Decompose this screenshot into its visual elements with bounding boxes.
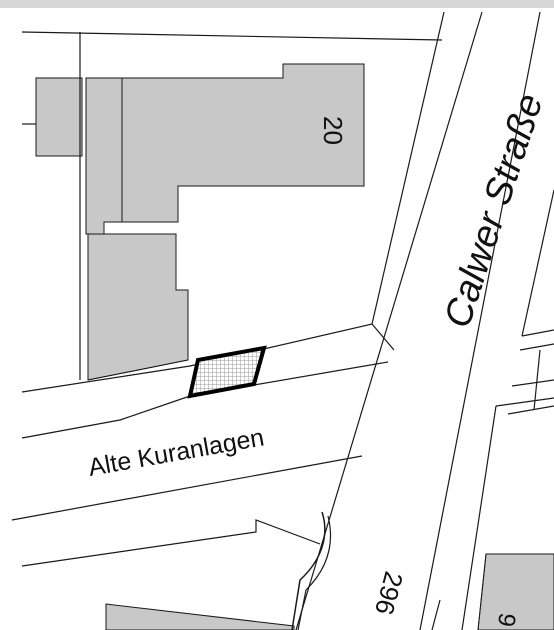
parcel-lines (11, 11, 554, 630)
curve-line (291, 511, 326, 630)
building-small-left (35, 77, 83, 157)
building-lower (87, 233, 189, 381)
buildings (35, 63, 554, 630)
top-bar (0, 0, 554, 8)
house-number-20: 20 (318, 116, 348, 145)
partial-number-bottom-right: 9 (492, 611, 521, 629)
road-number-296: 296 (369, 568, 409, 618)
curve-line-inner (297, 515, 332, 630)
building-annex-left (85, 77, 123, 235)
highlighted-parcel[interactable] (187, 345, 267, 399)
street-label-calwer: Calwer Straße (437, 89, 552, 333)
street-label-alte-kuranlagen: Alte Kuranlagen (86, 423, 266, 481)
building-bottom-left (105, 603, 295, 630)
building-edges (35, 63, 487, 630)
